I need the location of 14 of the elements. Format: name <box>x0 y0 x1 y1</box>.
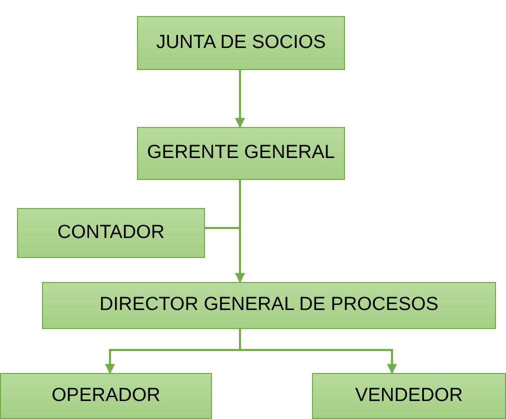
org-box <box>42 282 496 329</box>
role-label: CONTADOR <box>57 222 165 244</box>
role-label: OPERADOR <box>52 386 160 406</box>
org-box <box>312 373 506 419</box>
connector-arrow <box>235 70 245 128</box>
role-label: GERENTE GENERAL <box>147 143 335 164</box>
org-box <box>0 373 212 419</box>
org-box <box>137 16 345 70</box>
role-label: JUNTA DE SOCIOS <box>156 32 326 54</box>
connector-arrow <box>239 329 397 374</box>
org-box <box>137 127 345 180</box>
org-box <box>17 208 205 258</box>
role-label: DIRECTOR GENERAL DE PROCESOS <box>100 295 438 316</box>
role-label: VENDEDOR <box>355 386 463 406</box>
